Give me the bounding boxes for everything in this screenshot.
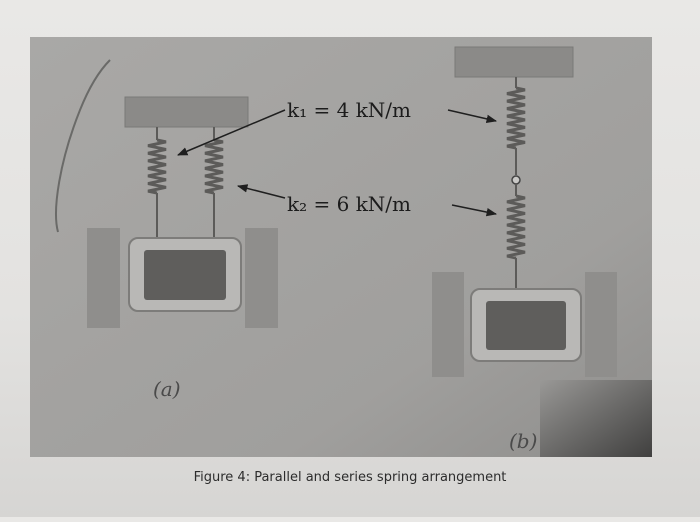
mass-block-face-b — [486, 301, 566, 350]
guide-wall-left-a — [87, 228, 120, 328]
mass-block-face-a — [144, 250, 226, 300]
arrow-k1-to-spring-b — [447, 109, 498, 123]
arrow-k1-to-spring-a — [177, 109, 286, 156]
parallel-arrangement — [87, 96, 278, 328]
pen-mark — [55, 59, 111, 233]
label-arrows — [177, 109, 498, 217]
arrow-k2-to-spring-b — [451, 204, 498, 217]
spring-k1-b — [506, 77, 526, 175]
guide-wall-right-b — [585, 272, 617, 377]
series-connector — [511, 175, 521, 185]
figure-caption: Figure 4: Parallel and series spring arr… — [193, 470, 507, 485]
spring-k2-a — [204, 127, 224, 238]
panel-label-b: (b) — [509, 429, 537, 453]
k1-label: k₁ = 4 kN/m — [287, 98, 411, 122]
panel-label-a: (a) — [153, 377, 181, 401]
guide-wall-right-a — [245, 228, 278, 328]
arrow-k2-to-spring-a — [236, 184, 286, 199]
photo-shadow — [540, 380, 652, 457]
ceiling-support-b — [454, 46, 574, 78]
spring-k1-a — [147, 127, 167, 238]
ceiling-support-a — [124, 96, 249, 128]
spring-k2-b — [506, 184, 526, 290]
k2-label: k₂ = 6 kN/m — [287, 192, 411, 216]
series-arrangement — [432, 46, 617, 377]
guide-wall-left-b — [432, 272, 464, 377]
